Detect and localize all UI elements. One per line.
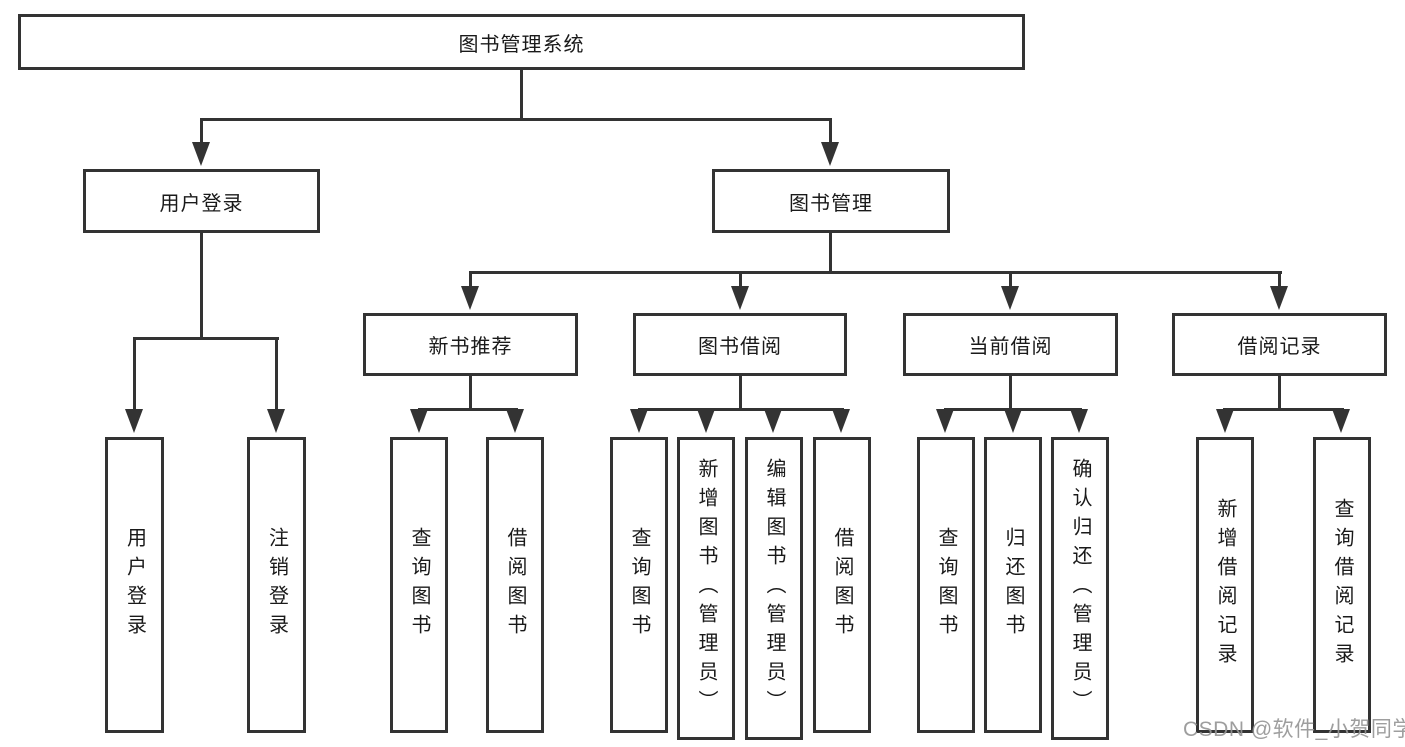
node-book-borrowing: 图书借阅: [633, 313, 847, 376]
leaf-edit-book-admin-label: 编辑图书（管理员）: [763, 458, 785, 719]
leaf-current-query-book: 查询图书: [917, 437, 975, 733]
arrow-to-new-book-recommend: [461, 271, 479, 310]
node-current-borrowing: 当前借阅: [903, 313, 1118, 376]
watermark: CSDN @软件_小贺同学: [1183, 718, 1405, 741]
leaf-query-borrow-record-label: 查询借阅记录: [1331, 498, 1353, 672]
leaf-add-borrow-record: 新增借阅记录: [1196, 437, 1254, 733]
connector-book-management-drop: [829, 232, 832, 273]
connector-records-hline: [1223, 408, 1344, 411]
leaf-borrowing-borrow-book-label: 借阅图书: [831, 527, 853, 643]
node-borrow-records-label: 借阅记录: [1237, 336, 1322, 358]
leaf-query-borrow-record: 查询借阅记录: [1313, 437, 1371, 733]
arrow-recommend-query: [410, 408, 428, 433]
leaf-return-book-label: 归还图书: [1002, 527, 1024, 643]
leaf-confirm-return-admin: 确认归还（管理员）: [1051, 437, 1109, 740]
node-current-borrowing-label: 当前借阅: [968, 336, 1053, 358]
arrow-to-leaf-logout: [267, 337, 285, 433]
leaf-recommend-borrow-book-label: 借阅图书: [504, 527, 526, 643]
arrow-current-return: [1004, 408, 1022, 433]
arrow-borrowing-borrow: [832, 408, 850, 433]
arrow-to-book-management: [821, 118, 839, 166]
leaf-return-book: 归还图书: [984, 437, 1042, 733]
node-user-login: 用户登录: [83, 169, 320, 233]
arrow-borrowing-edit: [764, 408, 782, 433]
node-user-login-label: 用户登录: [159, 192, 244, 215]
leaf-edit-book-admin: 编辑图书（管理员）: [745, 437, 803, 740]
arrow-recommend-borrow: [506, 408, 524, 433]
arrow-to-book-borrowing: [731, 271, 749, 310]
leaf-logout: 注销登录: [247, 437, 306, 733]
leaf-user-login-label: 用户登录: [123, 527, 146, 643]
leaf-add-borrow-record-label: 新增借阅记录: [1214, 498, 1236, 672]
connector-root-hline: [200, 118, 832, 121]
node-new-book-recommend-label: 新书推荐: [428, 336, 513, 358]
node-library-system: 图书管理系统: [18, 14, 1025, 70]
connector-borrowing-hline: [638, 408, 844, 411]
leaf-user-login: 用户登录: [105, 437, 164, 733]
node-book-borrowing-label: 图书借阅: [698, 336, 782, 358]
arrow-records-add: [1216, 408, 1234, 433]
arrow-to-user-login: [192, 118, 210, 166]
arrow-borrowing-query: [630, 408, 648, 433]
arrow-borrowing-add: [697, 408, 715, 433]
leaf-add-book-admin-label: 新增图书（管理员）: [695, 458, 717, 719]
arrow-current-query: [936, 408, 954, 433]
arrow-current-confirm: [1070, 408, 1088, 433]
connector-current-drop: [1009, 375, 1012, 410]
leaf-recommend-query-book: 查询图书: [390, 437, 448, 733]
leaf-logout-label: 注销登录: [265, 527, 288, 643]
connector-recommend-drop: [469, 375, 472, 410]
connector-user-login-drop: [200, 232, 203, 339]
leaf-borrowing-query-book: 查询图书: [610, 437, 668, 733]
connector-borrowing-drop: [739, 375, 742, 410]
leaf-confirm-return-admin-label: 确认归还（管理员）: [1069, 458, 1091, 719]
node-book-management-label: 图书管理: [789, 192, 873, 215]
leaf-recommend-borrow-book: 借阅图书: [486, 437, 544, 733]
node-new-book-recommend: 新书推荐: [363, 313, 578, 376]
arrow-to-borrow-records: [1270, 271, 1288, 310]
arrow-to-current-borrowing: [1001, 271, 1019, 310]
node-library-system-label: 图书管理系统: [458, 33, 585, 56]
leaf-current-query-book-label: 查询图书: [935, 527, 957, 643]
leaf-borrowing-borrow-book: 借阅图书: [813, 437, 871, 733]
connector-book-management-hline: [469, 271, 1282, 274]
connector-recommend-hline: [418, 408, 518, 411]
node-borrow-records: 借阅记录: [1172, 313, 1387, 376]
leaf-recommend-query-book-label: 查询图书: [408, 527, 430, 643]
leaf-borrowing-query-book-label: 查询图书: [628, 527, 650, 643]
leaf-add-book-admin: 新增图书（管理员）: [677, 437, 735, 740]
arrow-to-leaf-user-login: [125, 337, 143, 433]
connector-records-drop: [1278, 375, 1281, 410]
connector-root-drop: [520, 69, 523, 120]
arrow-records-query: [1332, 408, 1350, 433]
connector-user-login-hline: [133, 337, 279, 340]
node-book-management: 图书管理: [712, 169, 950, 233]
